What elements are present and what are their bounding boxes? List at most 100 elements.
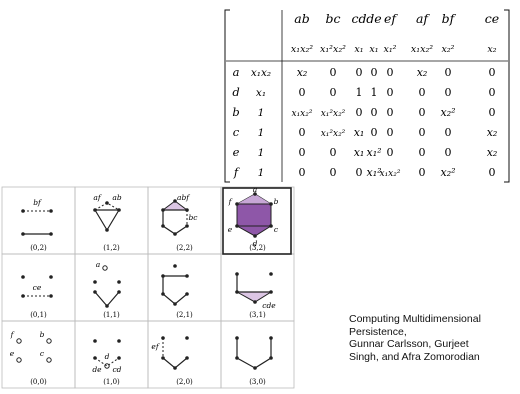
grid-coordinate: (1,1) [103, 311, 120, 319]
grid-simplex-label: c [274, 225, 279, 234]
matrix-cell: x₂ [297, 66, 308, 79]
caption-line-2: Persistence, [349, 325, 407, 338]
matrix-cell: 0 [489, 86, 496, 99]
cell-3-0 [235, 336, 273, 370]
grid-coordinate: (1,2) [103, 244, 120, 252]
matrix-cell: 0 [419, 146, 426, 159]
matrix-row-grade: 1 [258, 107, 265, 119]
matrix-cell: x₂ [487, 146, 498, 159]
matrix-row-label: b [232, 105, 239, 119]
matrix-cell: x₁²x₂² [321, 109, 346, 119]
cell-0-2 [21, 209, 53, 236]
matrix-cell: 0 [489, 66, 496, 79]
matrix-cell: 0 [489, 106, 496, 119]
caption-line-4: Singh, and Afra Zomorodian [349, 350, 480, 363]
grid-simplex-label: c [40, 349, 45, 358]
grid-simplex-label: d [105, 352, 110, 361]
matrix-cell: 0 [419, 86, 426, 99]
grid-coordinate: (2,1) [176, 311, 193, 319]
grid-simplex-label: de [92, 365, 102, 374]
matrix-col-label: bf [442, 11, 457, 26]
grid-simplex-label: af [93, 193, 101, 202]
matrix-cell: 0 [371, 126, 378, 139]
matrix-col-label: ef [384, 11, 398, 26]
matrix-col-grade: x₁x₂² [291, 44, 313, 55]
grid-coordinate: (0,1) [30, 311, 47, 319]
cell-2-1 [161, 264, 189, 306]
matrix-cell: 0 [330, 86, 337, 99]
matrix-row-label: d [232, 85, 239, 99]
grid-cell-frame [220, 320, 295, 389]
grid-simplex-label: abf [177, 193, 190, 202]
grid-coordinate: (0,2) [30, 244, 47, 252]
grid-simplex-label: cd [112, 365, 121, 374]
grid-simplex-label: a [96, 260, 100, 269]
matrix-col-label: ab [294, 11, 309, 26]
matrix-cell: x₁x₂² [292, 109, 313, 119]
caption-line-3: Gunnar Carlsson, Gurjeet [349, 338, 469, 351]
matrix-cell: 0 [299, 86, 306, 99]
cell-0-0 [16, 338, 52, 363]
matrix-cell: x₂ [487, 126, 498, 139]
cell-3-1 [235, 272, 273, 304]
matrix-col-label: af [416, 11, 430, 26]
matrix-cell: 0 [299, 166, 306, 179]
matrix-cell: x₁²x₂² [321, 129, 346, 139]
cell-3-2 [222, 187, 292, 255]
matrix-col-label: cd [351, 11, 366, 26]
matrix-cell: 0 [387, 86, 394, 99]
matrix-cell: x₁² [366, 166, 381, 179]
matrix-col-label: bc [325, 11, 340, 26]
caption-line-1: Computing Multidimensional [349, 313, 481, 325]
matrix-col-grade: x₁ [354, 44, 363, 55]
matrix-row-grade: x₁x₂ [251, 67, 271, 79]
matrix-col-grade: x₁x₂² [411, 44, 433, 55]
matrix-row-grade: 1 [258, 127, 265, 139]
grid-simplex-label: bc [188, 213, 198, 222]
matrix-cell: 0 [387, 106, 394, 119]
grid-coordinate: (1,0) [103, 378, 120, 386]
matrix-cell: 0 [445, 146, 452, 159]
grid-simplex-label: e [228, 225, 233, 234]
matrix-cell: 0 [387, 146, 394, 159]
cell-2-2 [161, 199, 189, 236]
matrix-cell: 0 [387, 66, 394, 79]
grid-simplex-label: f [10, 330, 15, 339]
matrix-row-grade: 1 [258, 167, 265, 179]
matrix-cell: 0 [419, 166, 426, 179]
matrix-cell: 0 [330, 66, 337, 79]
matrix-cell: x₂ [417, 66, 428, 79]
matrix-cell: x₂² [440, 106, 455, 119]
matrix-row-grade: 1 [258, 147, 265, 159]
matrix-cell: x₁ [354, 146, 365, 159]
matrix-row-label: f [233, 165, 240, 179]
matrix-cell: 0 [445, 66, 452, 79]
matrix-cell: 0 [330, 146, 337, 159]
cell-1-0 [93, 339, 121, 369]
matrix-cell: 0 [299, 146, 306, 159]
grid-simplex-label: e [10, 349, 15, 358]
matrix-col-grade: x₂² [442, 44, 455, 55]
grid-coordinate: (3,1) [249, 311, 266, 319]
matrix-cell: 0 [356, 66, 363, 79]
matrix-col-label: ce [485, 11, 499, 26]
matrix-col-label: de [366, 11, 381, 26]
matrix-cell: x₂² [440, 166, 455, 179]
grid-simplex-label: ce [33, 283, 42, 292]
grid-simplex-label: bf [33, 198, 42, 207]
grid-simplex-label: ab [112, 193, 121, 202]
grid-simplex-label: b [40, 330, 45, 339]
matrix-cell: x₁² [366, 146, 381, 159]
matrix-col-grade: x₂ [487, 44, 496, 55]
matrix-row-label: e [233, 145, 240, 159]
matrix-cell: 0 [371, 66, 378, 79]
matrix-col-grade: x₁² [384, 44, 397, 55]
matrix-cell: 0 [489, 166, 496, 179]
matrix-cell: 0 [299, 126, 306, 139]
matrix-row-grade: x₁ [256, 87, 266, 99]
grid-simplex-label: ef [151, 342, 159, 351]
matrix-cell: 0 [387, 126, 394, 139]
